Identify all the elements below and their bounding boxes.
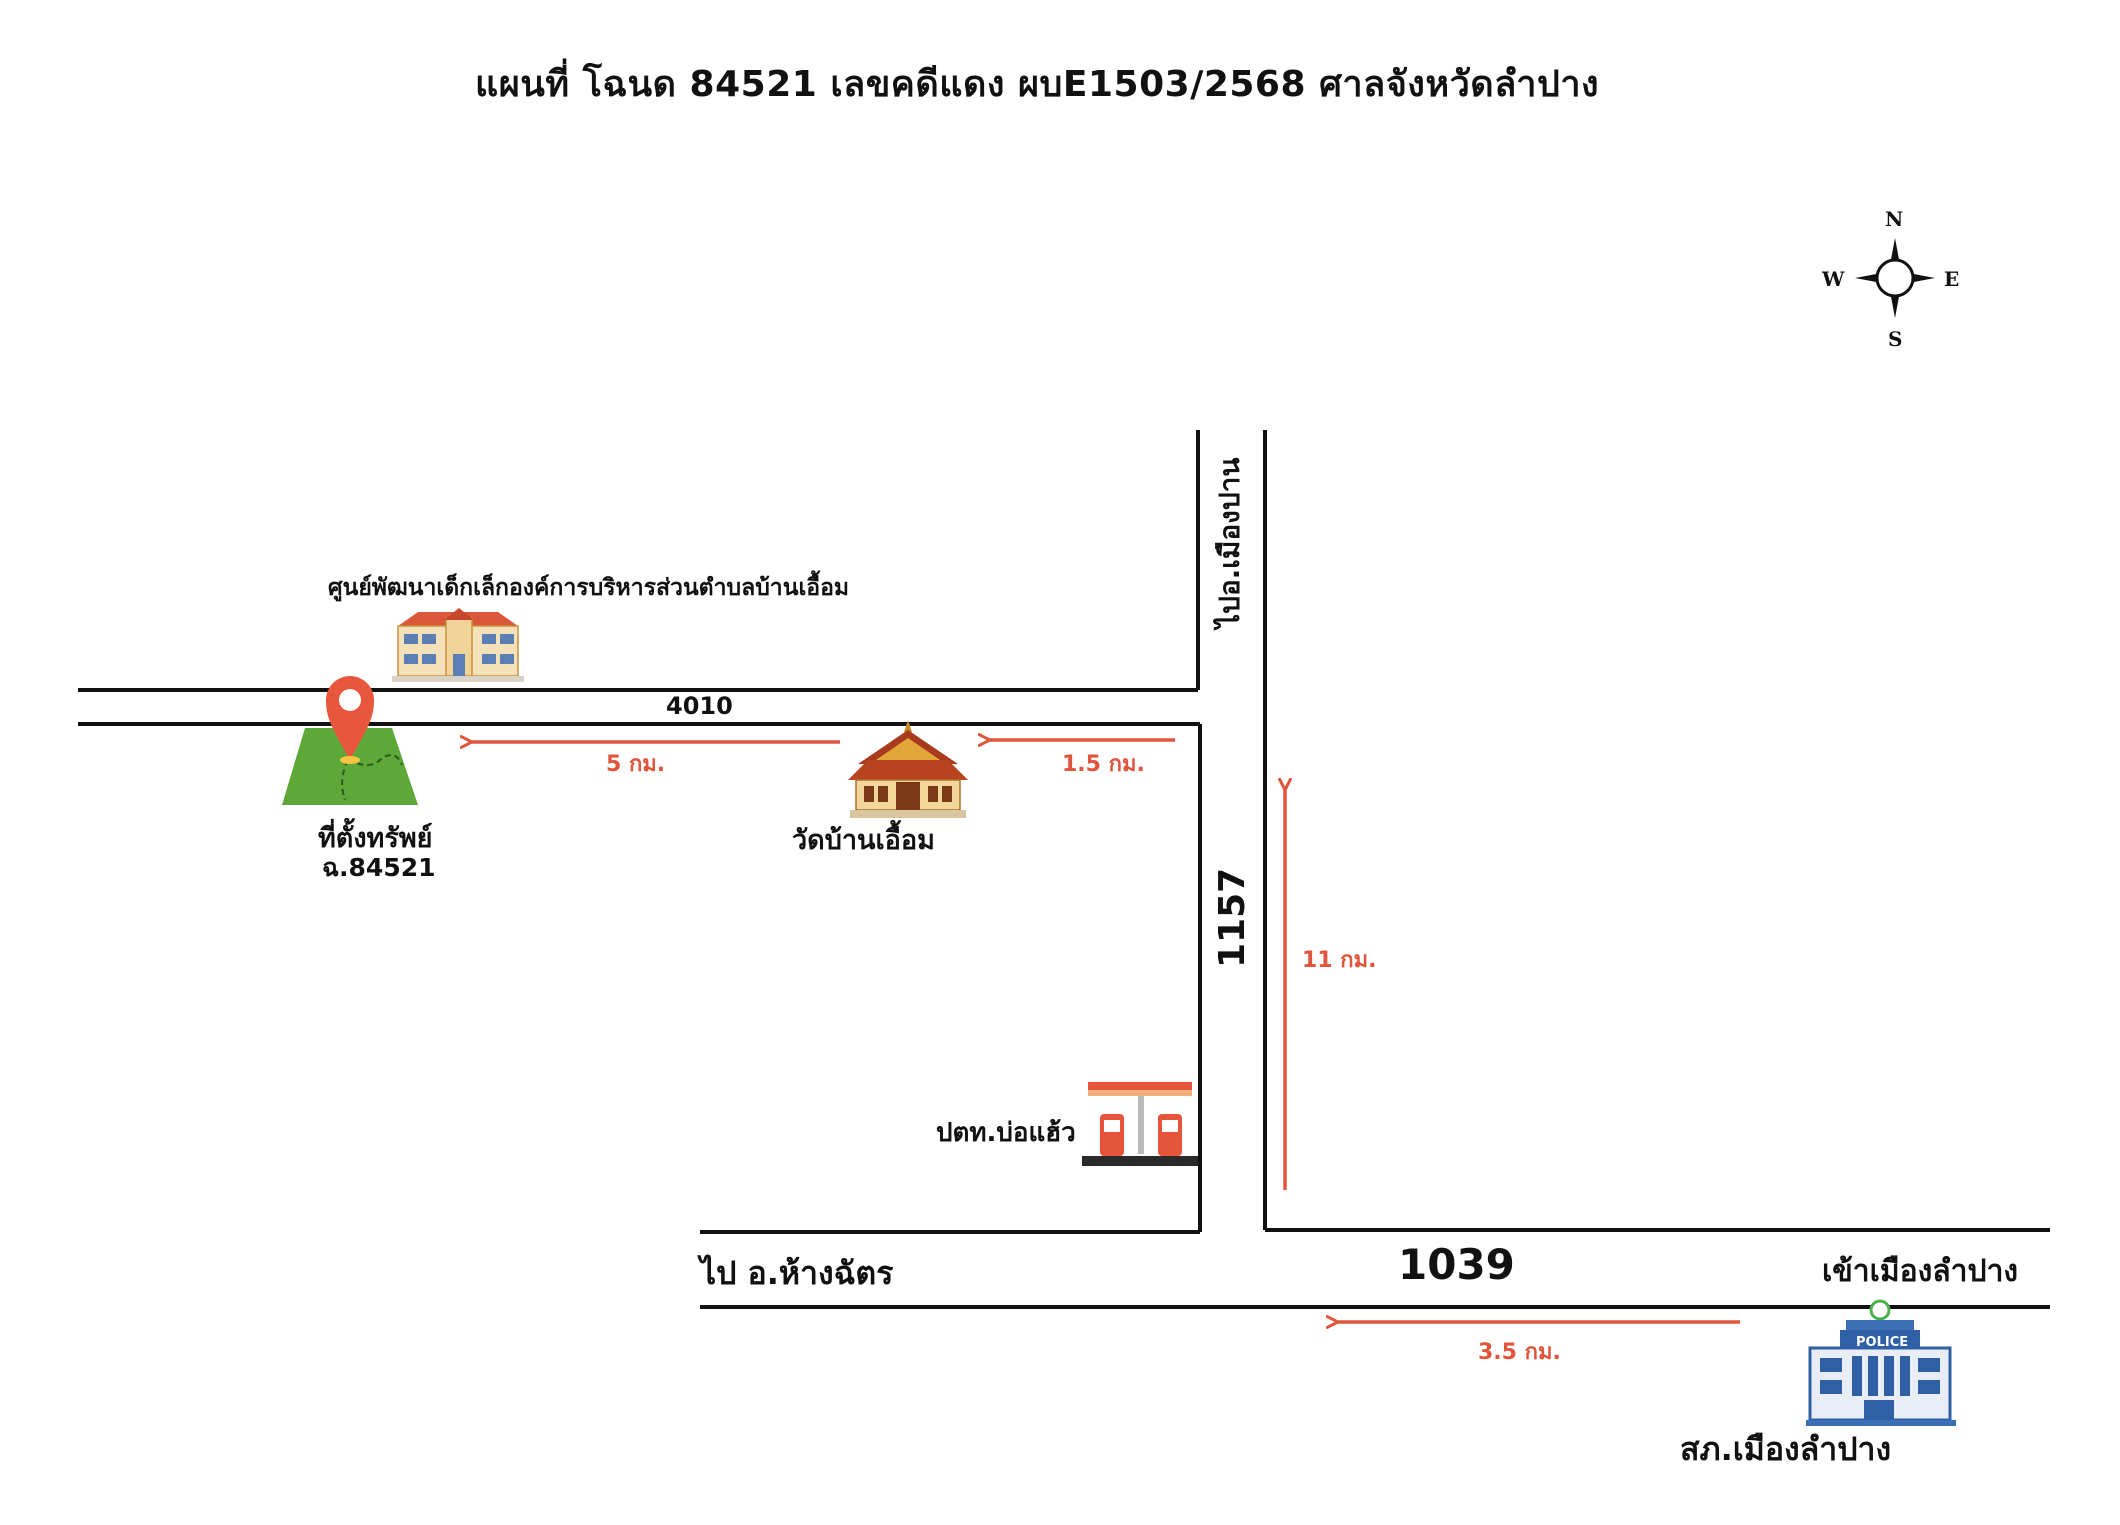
school-building-icon — [392, 608, 524, 682]
road-1157-label: 1157 — [1212, 867, 1253, 968]
compass-north: N — [1885, 207, 1904, 231]
police-station-label: สภ.เมืองลำปาง — [1680, 1430, 1892, 1468]
to-hang-chat-label: ไป อ.ห้างฉัตร — [700, 1254, 894, 1292]
police-station-icon — [1806, 1299, 1956, 1426]
road-1039 — [700, 1228, 2050, 1309]
temple-icon — [848, 720, 968, 818]
road-1039-label: 1039 — [1398, 1240, 1515, 1289]
compass-west: W — [1822, 267, 1845, 291]
route-arrows — [472, 740, 1740, 1322]
road-4010 — [78, 688, 1200, 726]
childcare-center-label: ศูนย์พัฒนาเด็กเล็กองค์การบริหารส่วนตำบลบ… — [328, 575, 850, 601]
road-4010-label: 4010 — [666, 692, 733, 720]
distance-5km: 5 กม. — [606, 752, 666, 777]
map-title: แผนที่ โฉนด 84521 เลขคดีแดง ผบE1503/2568… — [475, 64, 1600, 105]
distance-1-5km: 1.5 กม. — [1062, 752, 1145, 777]
property-deed-label: ฉ.84521 — [322, 853, 436, 882]
to-muang-pan-label: ไปอ.เมืองปาน — [1213, 457, 1246, 628]
distance-3-5km: 3.5 กม. — [1478, 1340, 1561, 1365]
to-lampang-label: เข้าเมืองลำปาง — [1822, 1254, 2019, 1289]
distance-11km: 11 กม. — [1302, 948, 1377, 973]
compass-east: E — [1944, 267, 1960, 291]
temple-label: วัดบ้านเอื้อม — [792, 825, 935, 856]
police-sign-text: POLICE — [1856, 1335, 1909, 1350]
gas-station-label: ปตท.บ่อแฮ้ว — [936, 1118, 1076, 1148]
gas-station-icon — [1082, 1082, 1198, 1166]
compass-south: S — [1888, 327, 1903, 351]
compass-rose — [1855, 238, 1935, 318]
road-1157 — [1196, 430, 1267, 1232]
property-label: ที่ตั้งทรัพย์ — [318, 823, 433, 854]
location-pin-icon — [326, 676, 374, 764]
